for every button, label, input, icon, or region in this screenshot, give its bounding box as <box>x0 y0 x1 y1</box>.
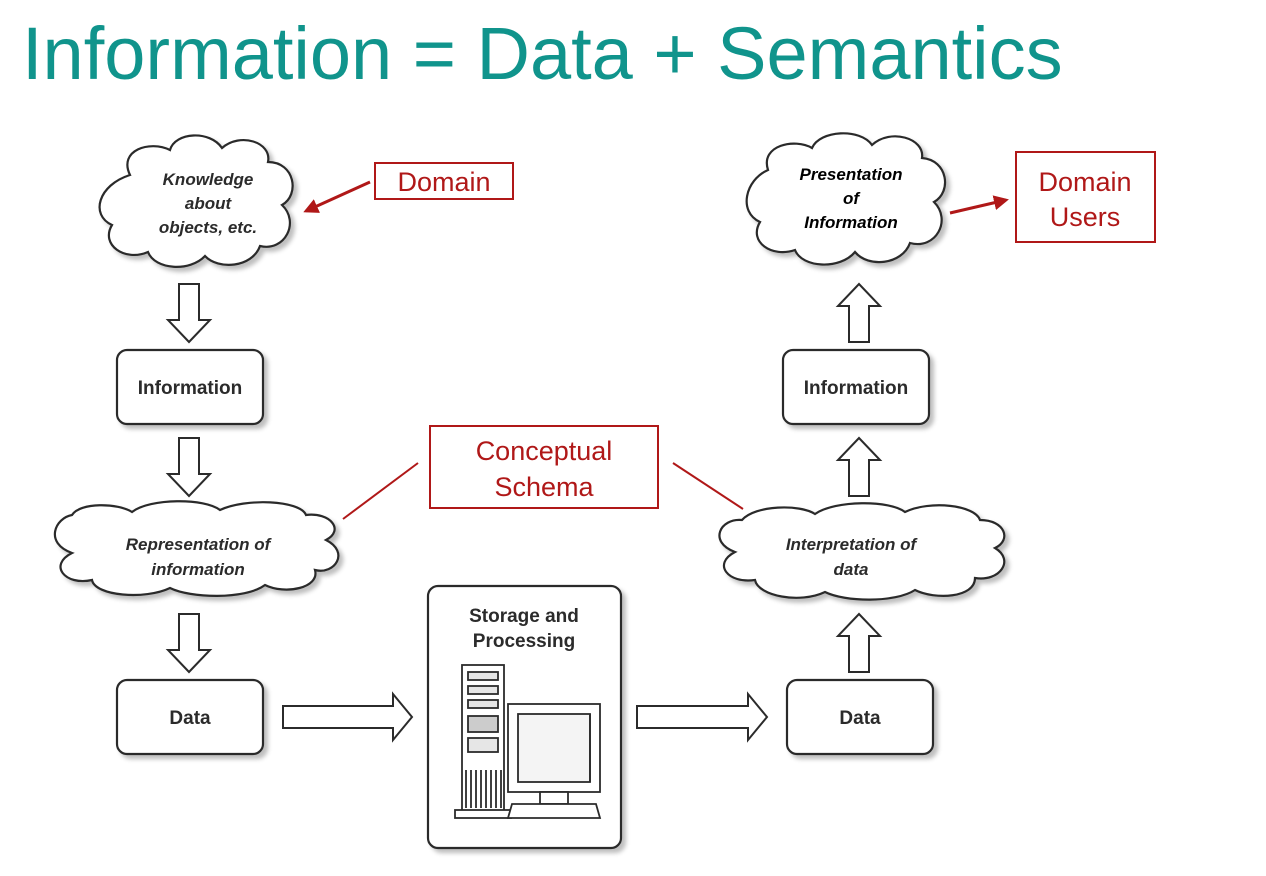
conceptual-schema-annotation: Conceptual Schema <box>342 425 744 520</box>
knowledge-line-1: Knowledge <box>163 170 254 189</box>
information-label-left: Information <box>138 378 243 399</box>
domain-label: Domain <box>397 167 490 197</box>
presentation-line-1: Presentation <box>800 165 903 184</box>
interpretation-line-2: data <box>834 560 869 579</box>
data-label-left: Data <box>169 708 211 729</box>
knowledge-line-3: objects, etc. <box>159 218 257 237</box>
up-arrow-icon <box>835 436 883 497</box>
computer-server-icon <box>454 664 602 819</box>
domain-users-line-2: Users <box>1050 202 1121 232</box>
storage-box: Storage and Processing <box>426 584 623 850</box>
schema-connector-right <box>672 462 744 510</box>
down-arrow-icon <box>165 613 213 674</box>
down-arrow-icon <box>165 283 213 344</box>
domain-users-line-1: Domain <box>1038 167 1131 197</box>
domain-pointer-arrow <box>303 180 371 213</box>
up-arrow-icon <box>835 612 883 673</box>
schema-connector-left <box>342 462 419 520</box>
conceptual-schema-line-2: Schema <box>494 472 594 502</box>
data-box-left: Data <box>115 678 265 756</box>
domain-users-annotation: Domain Users <box>949 151 1156 243</box>
storage-line-2: Processing <box>473 631 575 652</box>
down-arrow-icon <box>165 437 213 498</box>
presentation-line-2: of <box>843 189 861 208</box>
right-arrow-icon <box>636 691 769 743</box>
knowledge-line-2: about <box>185 194 233 213</box>
right-arrow-icon <box>282 691 414 743</box>
up-arrow-icon <box>835 282 883 343</box>
representation-cloud: Representation of information <box>53 500 340 597</box>
information-label-right: Information <box>804 378 909 399</box>
representation-line-1: Representation of <box>126 535 273 554</box>
data-label-right: Data <box>839 708 881 729</box>
representation-line-2: information <box>151 560 245 579</box>
storage-line-1: Storage and <box>469 606 579 627</box>
knowledge-cloud: Knowledge about objects, etc. <box>98 134 294 268</box>
domain-annotation: Domain <box>303 162 514 213</box>
information-box-left: Information <box>115 348 265 426</box>
page-title: Information = Data + Semantics <box>22 12 1063 95</box>
presentation-line-3: Information <box>804 213 898 232</box>
domain-users-pointer-arrow <box>949 195 1009 215</box>
conceptual-schema-line-1: Conceptual <box>476 436 613 466</box>
interpretation-cloud: Interpretation of data <box>718 502 1006 601</box>
information-box-right: Information <box>781 348 931 426</box>
data-box-right: Data <box>785 678 935 756</box>
presentation-cloud: Presentation of Information <box>745 132 947 266</box>
interpretation-line-1: Interpretation of <box>786 535 919 554</box>
